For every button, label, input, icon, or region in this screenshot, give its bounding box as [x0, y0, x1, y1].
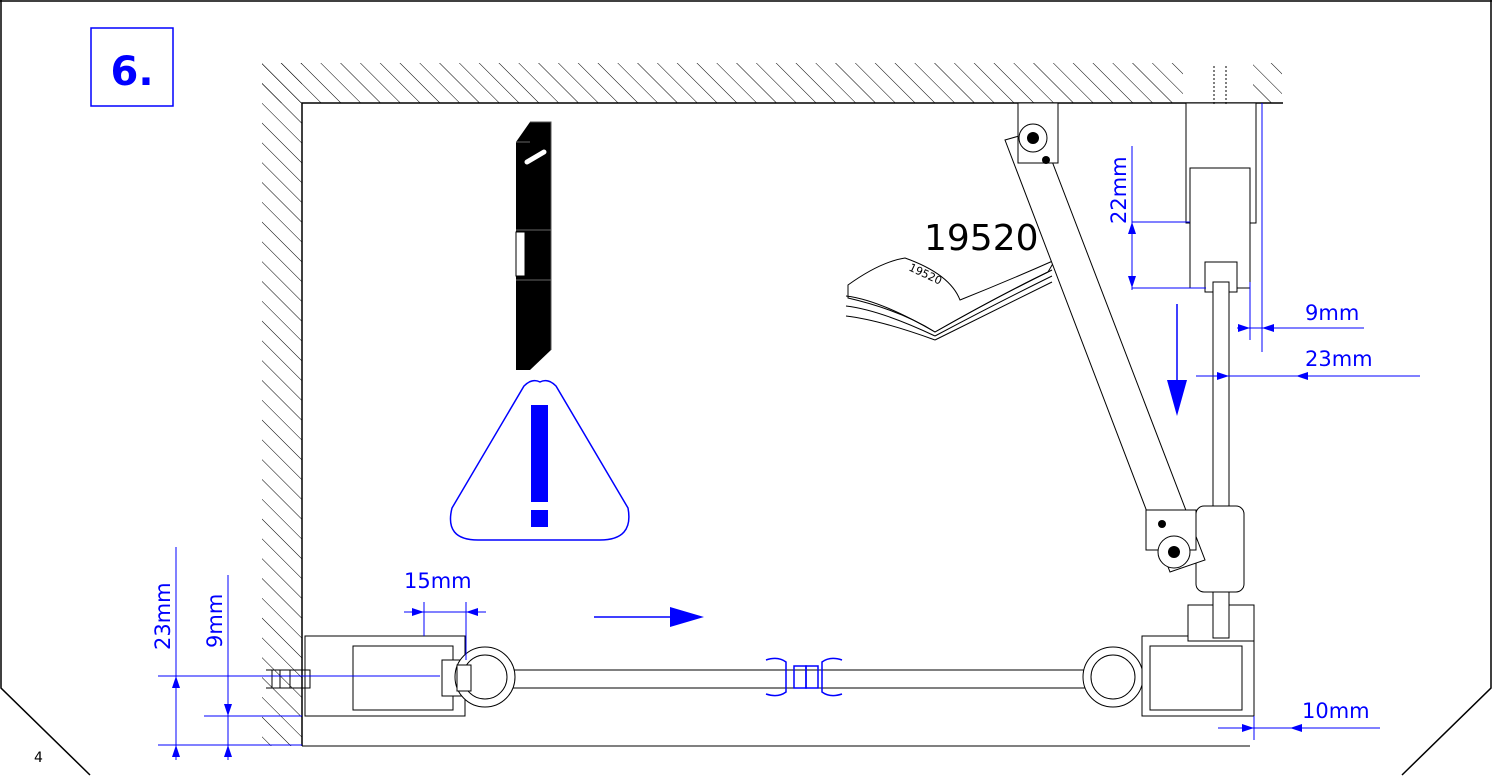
dim-right-bottom-gap: 10mm: [1302, 699, 1370, 723]
dimension-arrowheads: [172, 222, 1308, 757]
dimension-lines: [158, 103, 1420, 760]
magnetic-seal: [765, 657, 843, 697]
wall-hatching: [262, 63, 1283, 747]
page-number: 4: [34, 750, 43, 766]
warning-triangle-icon: [449, 379, 630, 541]
dim-hinge-offset: 15mm: [404, 569, 472, 593]
bottom-glass-panel: [266, 604, 1255, 717]
step-number-badge: 6.: [90, 27, 174, 107]
dim-right-profile-width: 23mm: [1305, 347, 1373, 371]
dim-right-glass-offset: 9mm: [1305, 301, 1359, 325]
dim-bottom-profile-height: 23mm: [151, 582, 175, 650]
spirit-level-icon: [515, 121, 552, 370]
step-number: 6.: [110, 49, 153, 95]
dim-right-top-depth: 22mm: [1107, 156, 1131, 224]
support-arm: [1004, 102, 1206, 573]
direction-arrow-down-icon: [1167, 304, 1187, 416]
manual-book-icon: 19520: [845, 257, 1057, 341]
direction-arrow-icon: [594, 607, 704, 627]
dim-bottom-profile-glass: 9mm: [203, 594, 227, 648]
manual-reference-code: 19520: [924, 218, 1039, 259]
right-glass-panel: [1185, 66, 1257, 639]
